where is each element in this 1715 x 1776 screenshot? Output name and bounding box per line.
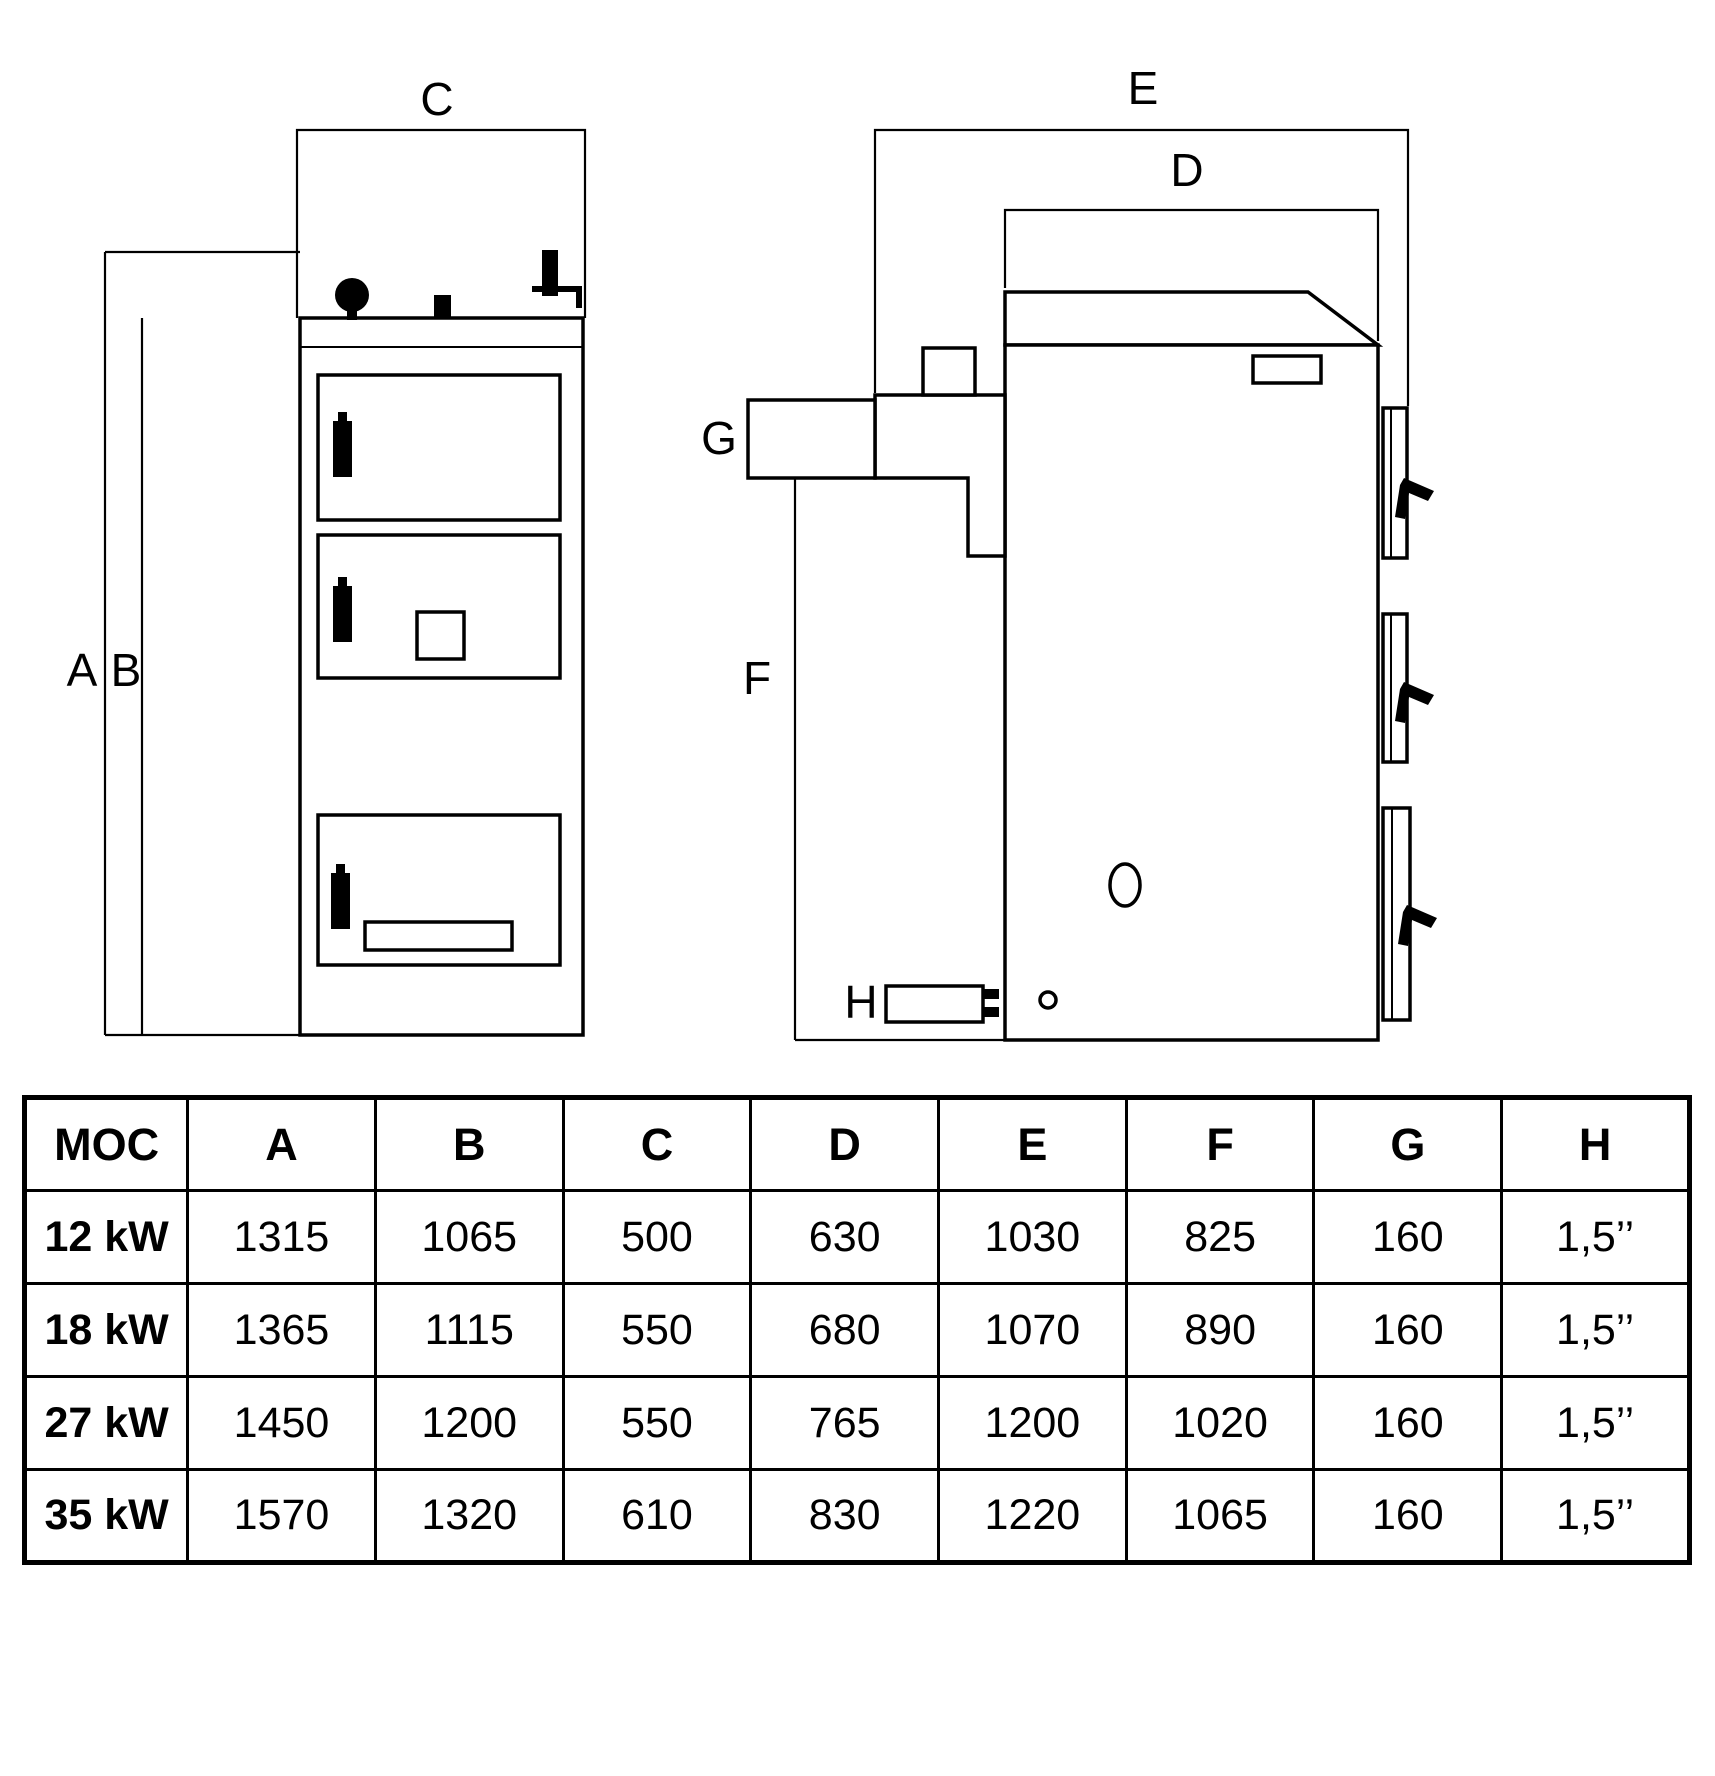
cell-12kw-c: 500 [561,1189,753,1285]
return-pipe-thread-top [983,989,999,999]
dimension-label-e: E [1128,62,1159,114]
col-header-d: D [749,1096,941,1192]
dimension-label-g: G [701,412,737,464]
safety-valve-pipe [542,250,558,296]
flue-top-box [921,346,977,397]
return-pipe-thread-bottom [983,1007,999,1017]
sensor-hole [1108,862,1142,908]
boiler-top-cap [1003,290,1384,347]
lower-door-handle [331,873,350,929]
dimension-label-c: C [420,73,453,125]
dimension-label-h: H [844,976,877,1028]
dimension-line-e [873,128,1410,406]
cell-27kw-c: 550 [561,1375,753,1471]
cell-12kw-h: 1,5’’ [1500,1189,1691,1285]
middle-door-handle [333,586,352,642]
row-label-35kw: 35 kW [22,1468,190,1564]
cell-27kw-b: 1200 [373,1375,565,1471]
cell-12kw-d: 630 [749,1189,941,1285]
flue-pipe [746,398,877,480]
dimensions-table: MOC A B C D E F G H 12 kW 1315 1065 500 [22,1095,1692,1565]
cell-27kw-d: 765 [749,1375,941,1471]
upper-door-handle-nub [338,412,347,421]
cell-12kw-f: 825 [1124,1189,1316,1285]
door-hinge-middle [1381,612,1434,764]
col-header-moc: MOC [22,1096,190,1192]
col-header-c: C [561,1096,753,1192]
front-view: C A B [67,73,587,1037]
table-header-row: MOC A B C D E F G H [22,1096,1691,1192]
door-handle-icon [1398,905,1437,946]
boiler-side-body [1003,343,1380,1042]
cell-18kw-a: 1365 [186,1282,377,1378]
cell-35kw-d: 830 [749,1468,941,1564]
door-hinge-top [1381,406,1434,560]
cell-35kw-g: 160 [1312,1468,1504,1564]
thermometer-gauge [335,278,369,312]
table-row: 12 kW 1315 1065 500 630 1030 825 160 1,5… [22,1189,1691,1285]
dimension-label-b: B [111,644,142,696]
cell-35kw-b: 1320 [373,1468,565,1564]
cell-12kw-a: 1315 [186,1189,377,1285]
dimension-label-f: F [743,652,771,704]
drain-hole [1038,990,1058,1010]
cell-12kw-e: 1030 [937,1189,1128,1285]
return-pipe-h [884,984,985,1024]
cell-12kw-b: 1065 [373,1189,565,1285]
cell-27kw-f: 1020 [1124,1375,1316,1471]
side-view: E D G F [701,62,1437,1042]
cell-35kw-f: 1065 [1124,1468,1316,1564]
col-header-g: G [1312,1096,1504,1192]
cell-35kw-h: 1,5’’ [1500,1468,1691,1564]
boiler-dimension-diagram: C A B [67,62,1437,1042]
upper-door [316,373,562,522]
flue-connector [873,393,1007,558]
gauge-stem [347,310,357,320]
cell-18kw-c: 550 [561,1282,753,1378]
dimension-line-c [295,128,587,318]
cell-18kw-g: 160 [1312,1282,1504,1378]
cell-27kw-e: 1200 [937,1375,1128,1471]
ash-slot [363,920,514,952]
cell-18kw-h: 1,5’’ [1500,1282,1691,1378]
door-handle-icon [1395,682,1434,723]
cell-18kw-d: 680 [749,1282,941,1378]
table-row: 27 kW 1450 1200 550 765 1200 1020 160 1,… [22,1375,1691,1471]
safety-valve-end [576,286,582,308]
middle-door-vent [415,610,466,661]
rating-plate [1251,354,1323,385]
cell-12kw-g: 160 [1312,1189,1504,1285]
col-header-e: E [937,1096,1128,1192]
row-label-12kw: 12 kW [22,1189,190,1285]
cell-27kw-h: 1,5’’ [1500,1375,1691,1471]
door-handle-icon [1395,478,1434,519]
table-row: 35 kW 1570 1320 610 830 1220 1065 160 1,… [22,1468,1691,1564]
cell-35kw-e: 1220 [937,1468,1128,1564]
col-header-a: A [186,1096,377,1192]
col-header-b: B [373,1096,565,1192]
door-hinge-bottom [1381,806,1437,1022]
cell-18kw-f: 890 [1124,1282,1316,1378]
upper-door-handle [333,421,352,477]
middle-door-handle-nub [338,577,347,586]
dimensions-table-wrapper: MOC A B C D E F G H 12 kW 1315 1065 500 [22,1095,1692,1565]
cell-27kw-g: 160 [1312,1375,1504,1471]
row-label-27kw: 27 kW [22,1375,190,1471]
dimension-label-d: D [1170,144,1203,196]
row-label-18kw: 18 kW [22,1282,190,1378]
col-header-h: H [1500,1096,1691,1192]
lower-door-handle-nub [336,864,345,873]
col-header-f: F [1124,1096,1316,1192]
cell-27kw-a: 1450 [186,1375,377,1471]
safety-valve-arm [532,286,582,292]
cell-35kw-c: 610 [561,1468,753,1564]
cell-18kw-e: 1070 [937,1282,1128,1378]
dimension-line-d [1003,208,1380,341]
top-fitting [434,295,451,318]
cell-18kw-b: 1115 [373,1282,565,1378]
cell-35kw-a: 1570 [186,1468,377,1564]
dimension-label-a: A [67,644,98,696]
table-row: 18 kW 1365 1115 550 680 1070 890 160 1,5… [22,1282,1691,1378]
